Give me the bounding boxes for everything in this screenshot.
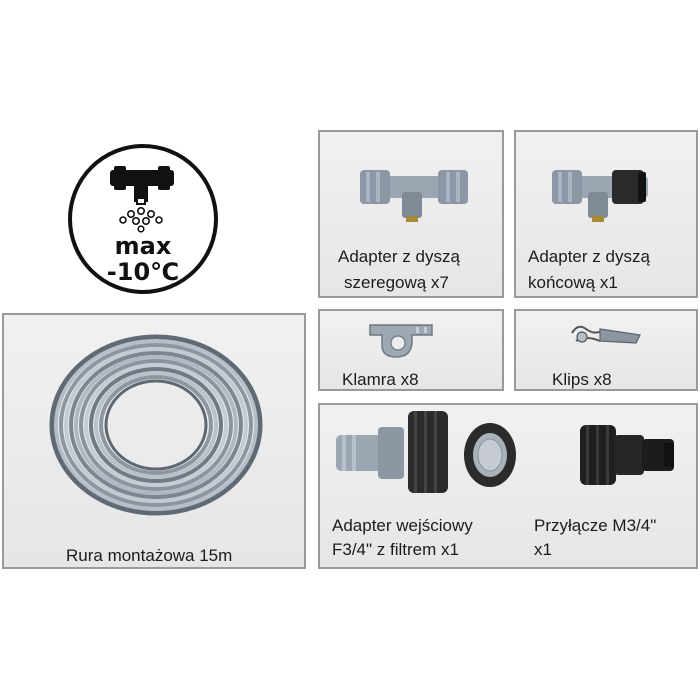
inline-adapter-image: [360, 170, 468, 222]
inlet-adapter-label-line1: Adapter wejściowy: [332, 516, 473, 535]
hose-label: Rura montażowa 15m: [66, 546, 233, 565]
max-temperature-badge: max -10℃: [68, 144, 218, 294]
nozzle-icon: [110, 166, 174, 233]
panel-hose: Rura montażowa 15m: [2, 313, 306, 569]
panel-clip: Klips x8: [514, 309, 698, 391]
hose-coil-image: [49, 334, 263, 516]
clamp-label: Klamra x8: [342, 370, 419, 389]
inlet-adapter-image: [336, 411, 516, 493]
end-adapter-label-line2: końcową x1: [528, 273, 618, 292]
inlet-adapter-label-line2: F3/4" z filtrem x1: [332, 540, 459, 559]
clip-image: [571, 325, 641, 344]
connector-label-line2: x1: [534, 540, 552, 559]
panel-inline-adapter: Adapter z dyszą szeregową x7: [318, 130, 504, 298]
badge-temperature: -10℃: [106, 258, 180, 286]
end-adapter-image: [552, 170, 648, 222]
badge-max: max: [114, 232, 172, 260]
panel-inlet-connector: Adapter wejściowy F3/4" z filtrem x1 Prz…: [318, 403, 698, 569]
panel-clamp: Klamra x8: [318, 309, 504, 391]
panel-end-adapter: Adapter z dyszą końcową x1: [514, 130, 698, 298]
inline-adapter-label-line2: szeregową x7: [344, 273, 449, 292]
end-adapter-label-line1: Adapter z dyszą: [528, 247, 650, 266]
clamp-image: [369, 324, 433, 358]
connector-label-line1: Przyłącze M3/4": [534, 516, 657, 535]
clip-label: Klips x8: [552, 370, 612, 389]
connector-image: [580, 425, 674, 485]
inline-adapter-label-line1: Adapter z dyszą: [338, 247, 460, 266]
